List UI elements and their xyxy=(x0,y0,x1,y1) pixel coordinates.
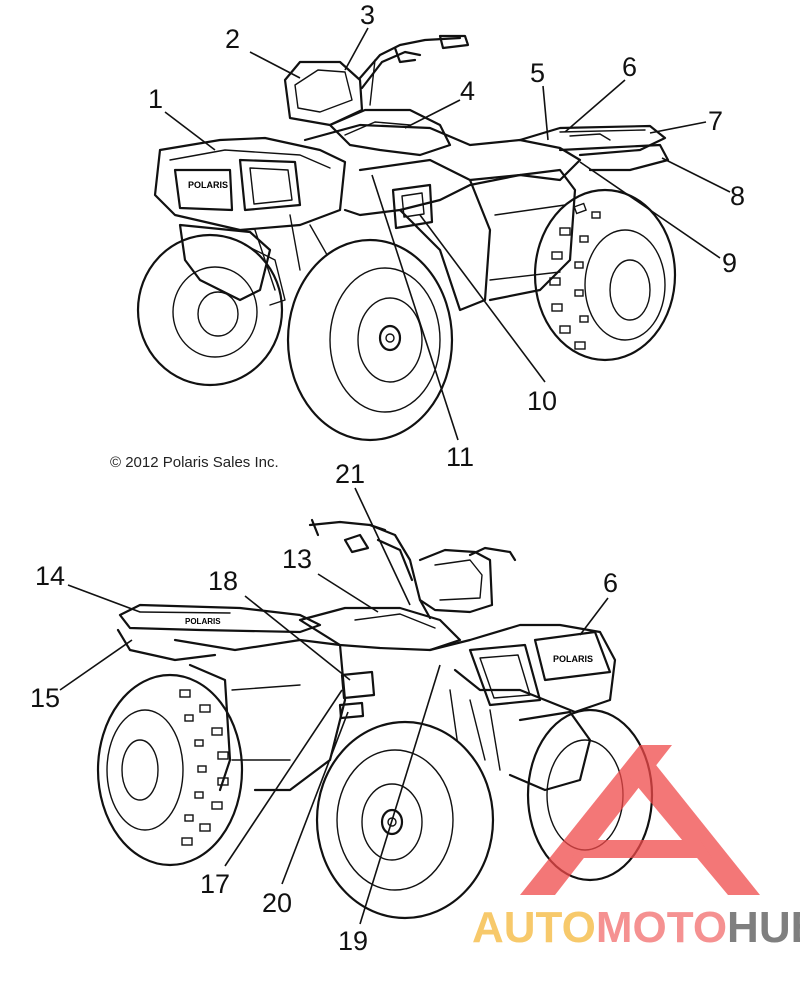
svg-text:17: 17 xyxy=(200,869,230,899)
callout-3: 3 xyxy=(344,0,375,71)
front-right-wheel-top xyxy=(286,238,454,442)
svg-text:14: 14 xyxy=(35,561,65,591)
callout-9: 9 xyxy=(579,161,737,278)
svg-text:3: 3 xyxy=(360,0,375,30)
callout-18: 18 xyxy=(208,566,351,681)
callout-10: 10 xyxy=(419,214,557,416)
callout-14: 14 xyxy=(35,561,141,613)
callout-7: 7 xyxy=(649,106,723,136)
svg-text:POLARIS: POLARIS xyxy=(188,180,228,190)
svg-text:4: 4 xyxy=(460,76,475,106)
rear-right-wheel-bottom xyxy=(315,720,495,920)
svg-text:POLARIS: POLARIS xyxy=(553,654,593,664)
callout-5: 5 xyxy=(530,58,549,141)
atv-body-top: POLARIS xyxy=(153,34,670,312)
svg-text:10: 10 xyxy=(527,386,557,416)
callout-6-top: 6 xyxy=(564,52,637,133)
callout-2: 2 xyxy=(225,24,301,79)
callout-19: 19 xyxy=(338,664,441,956)
copyright-text: © 2012 Polaris Sales Inc. xyxy=(110,454,279,471)
callout-4: 4 xyxy=(404,76,475,129)
svg-text:11: 11 xyxy=(446,442,474,472)
svg-text:19: 19 xyxy=(338,926,368,956)
callout-13: 13 xyxy=(282,544,379,613)
callout-1: 1 xyxy=(148,84,216,151)
callout-21: 21 xyxy=(335,459,411,606)
watermark-triangle-logo xyxy=(520,745,760,895)
svg-text:15: 15 xyxy=(30,683,60,713)
svg-text:6: 6 xyxy=(622,52,637,82)
svg-text:1: 1 xyxy=(148,84,163,114)
svg-text:18: 18 xyxy=(208,566,238,596)
atv-body-bottom: POLARIS POLARIS xyxy=(116,518,617,792)
atv-rear-left-view: POLARIS POLARIS xyxy=(96,518,654,920)
automotohub-watermark: AUTOMOTOHUB xyxy=(472,745,800,952)
callout-20: 20 xyxy=(262,711,349,918)
callout-11: 11 xyxy=(371,174,474,472)
rear-wheel-top xyxy=(533,188,677,362)
svg-text:2: 2 xyxy=(225,24,240,54)
svg-text:13: 13 xyxy=(282,544,312,574)
svg-text:20: 20 xyxy=(262,888,292,918)
callout-8: 8 xyxy=(661,157,745,211)
svg-text:8: 8 xyxy=(730,181,745,211)
callout-6-bottom: 6 xyxy=(579,568,618,636)
svg-text:5: 5 xyxy=(530,58,545,88)
rear-left-wheel-bottom xyxy=(96,673,244,867)
svg-text:7: 7 xyxy=(708,106,723,136)
svg-text:6: 6 xyxy=(603,568,618,598)
callout-15: 15 xyxy=(30,639,133,713)
watermark-text: AUTOMOTOHUB xyxy=(472,903,800,952)
front-left-wheel-top xyxy=(136,233,284,387)
callouts-bottom: 21 13 14 18 6 15 17 20 xyxy=(30,459,618,956)
svg-text:POLARIS: POLARIS xyxy=(185,617,221,626)
callout-17: 17 xyxy=(200,689,343,899)
svg-text:9: 9 xyxy=(722,248,737,278)
svg-text:21: 21 xyxy=(335,459,365,489)
callouts-top: 1 2 3 4 5 6 7 8 xyxy=(148,0,745,472)
atv-front-left-view: POLARIS xyxy=(136,34,677,442)
